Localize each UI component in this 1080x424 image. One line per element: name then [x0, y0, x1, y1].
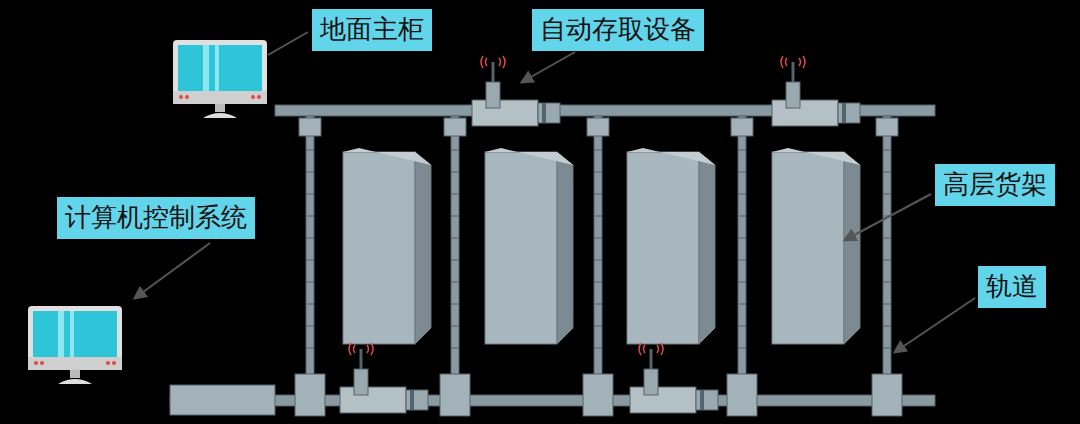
callout-label: 自动存取设备 — [532, 9, 704, 51]
high-rack — [343, 148, 860, 344]
rail — [170, 105, 935, 415]
label-text: 地面主柜 — [320, 14, 424, 45]
callout-label: 地面主柜 — [312, 9, 432, 51]
label-text: 计算机控制系统 — [65, 202, 247, 233]
label-text: 自动存取设备 — [540, 14, 696, 45]
monitor-icon — [28, 306, 122, 384]
callout-label: 高层货架 — [935, 164, 1055, 206]
monitor-icon — [173, 40, 267, 118]
label-text: 高层货架 — [943, 169, 1047, 200]
callout-label: 轨道 — [978, 266, 1046, 308]
label-text: 轨道 — [986, 271, 1038, 302]
leader-line — [135, 32, 975, 352]
rail-post — [295, 116, 902, 416]
callout-label: 计算机控制系统 — [57, 197, 255, 239]
storage-device — [340, 56, 860, 413]
